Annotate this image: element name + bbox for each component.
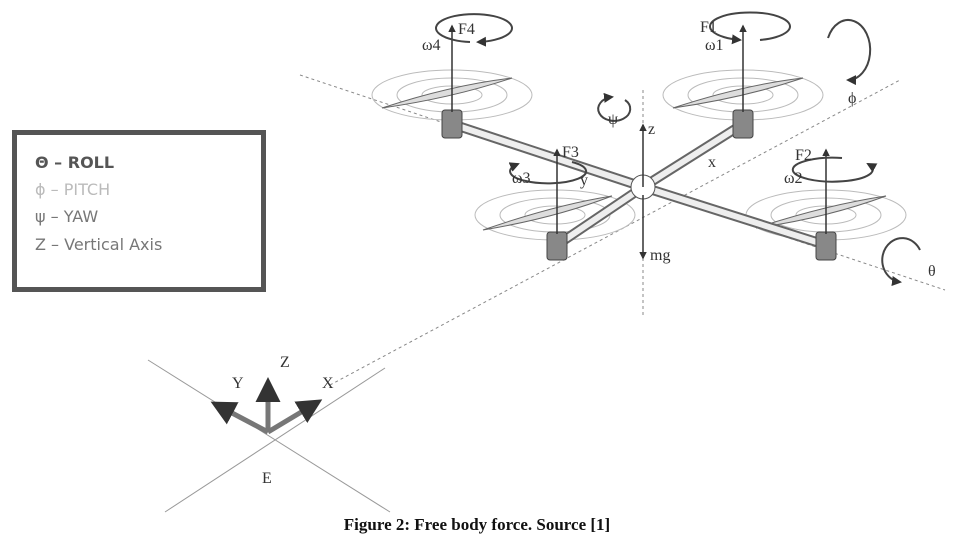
label-f4: F4 <box>458 21 475 38</box>
earth-x-label: X <box>322 375 334 392</box>
label-theta: θ <box>928 263 936 280</box>
label-w1: ω1 <box>705 37 724 54</box>
propeller-blades <box>381 77 887 231</box>
label-w3: ω3 <box>512 170 531 187</box>
label-w2: ω2 <box>784 170 803 187</box>
legend-yaw: ψ – YAW <box>35 207 99 226</box>
earth-z-label: Z <box>280 354 290 371</box>
label-f2: F2 <box>795 147 812 164</box>
legend-pitch: ϕ – PITCH <box>35 180 111 199</box>
earth-y-label: Y <box>232 375 244 392</box>
label-psi: ψ <box>608 111 618 128</box>
label-phi: ϕ <box>848 90 856 107</box>
figure-caption: Figure 2: Free body force. Source [1] <box>343 515 611 534</box>
label-mg: mg <box>650 247 670 264</box>
thrust-vectors <box>448 24 830 260</box>
motors <box>441 109 837 261</box>
earth-e-label: E <box>262 470 272 487</box>
legend-vertical-axis: Z – Vertical Axis <box>35 235 163 254</box>
legend-roll: Θ – ROLL <box>35 153 115 172</box>
label-y: y <box>580 172 588 189</box>
label-f1: F1 <box>700 19 717 36</box>
body-axes <box>299 74 946 386</box>
legend-box: Θ – ROLL ϕ – PITCH ψ – YAW Z – Vertical … <box>12 130 266 292</box>
label-w4: ω4 <box>422 37 441 54</box>
earth-frame: Y Z X E <box>147 354 391 513</box>
label-x: x <box>708 154 716 171</box>
rotation-arrows <box>435 11 921 286</box>
label-f3: F3 <box>562 144 579 161</box>
label-z: z <box>648 121 655 138</box>
